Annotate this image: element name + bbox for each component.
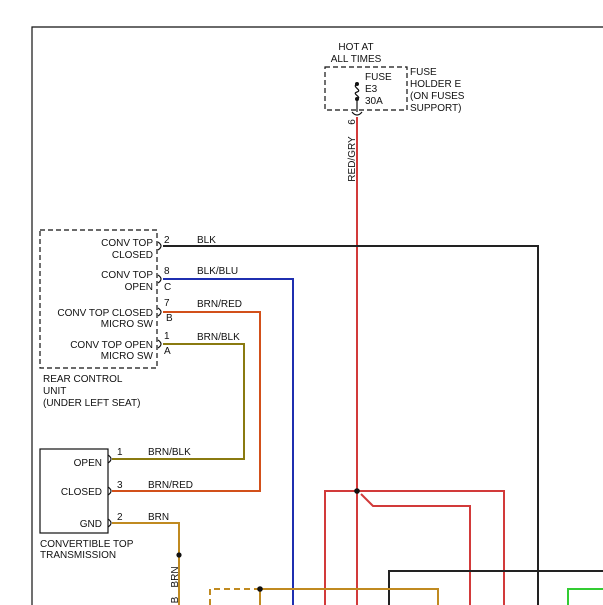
transmission-gnd-wire-code: BRN bbox=[148, 512, 169, 523]
wire-open-micro-switch-code: BRN/BLK bbox=[197, 332, 240, 343]
wire-closed-micro-switch bbox=[112, 311, 261, 492]
wire-conv-top-open-code: BLK/BLU bbox=[197, 266, 238, 277]
transmission-gnd-label: GND bbox=[80, 519, 102, 530]
power-wire-color-code: RED/GRY bbox=[347, 136, 358, 182]
fuse-holder-line-4: SUPPORT) bbox=[410, 103, 462, 114]
all-times-label: ALL TIMES bbox=[331, 54, 382, 65]
transmission-closed-pin: 3 bbox=[117, 480, 123, 491]
fuse-label: FUSE bbox=[365, 72, 392, 83]
terminal-1-pin: 2 bbox=[164, 235, 170, 246]
black-branch-lower bbox=[388, 570, 603, 605]
transmission-closed-wire-code: BRN/RED bbox=[148, 480, 193, 491]
transmission-name-line-2: TRANSMISSION bbox=[40, 550, 116, 561]
red-branch-wide bbox=[324, 490, 505, 605]
terminal-1-label-line-2: CLOSED bbox=[112, 250, 153, 261]
fuse-holder-line-2: HOLDER E bbox=[410, 79, 461, 90]
fuse-element-icon bbox=[354, 83, 360, 100]
fuse-pin-number: 6 bbox=[347, 119, 358, 125]
ground-wire-connector: B bbox=[170, 596, 181, 603]
fuse-box-outline bbox=[324, 66, 408, 111]
ground-wire bbox=[112, 522, 180, 605]
red-branch-inner bbox=[360, 493, 471, 605]
terminal-3-pin: 7 bbox=[164, 298, 170, 309]
rear-control-unit-name-line-1: REAR CONTROL bbox=[43, 374, 123, 385]
terminal-1-connector-icon bbox=[157, 241, 162, 251]
ground-wire-color-code: BRN bbox=[170, 566, 181, 587]
transmission-closed-connector-icon bbox=[107, 486, 112, 496]
brown-splice-dot bbox=[257, 586, 263, 592]
transmission-gnd-pin: 2 bbox=[117, 512, 123, 523]
wire-conv-top-open bbox=[163, 278, 294, 605]
fuse-id: E3 bbox=[365, 84, 378, 95]
terminal-3-label-line-1: CONV TOP CLOSED bbox=[57, 308, 153, 319]
rear-control-unit-name-line-2: UNIT bbox=[43, 386, 66, 397]
terminal-4-label-line-2: MICRO SW bbox=[101, 351, 154, 362]
terminal-3-connector-icon bbox=[157, 307, 162, 317]
diagram-frame bbox=[31, 26, 603, 605]
hot-at-label: HOT AT bbox=[338, 42, 373, 53]
terminal-4-letter: A bbox=[164, 346, 171, 357]
brown-branch-solid bbox=[260, 588, 439, 605]
transmission-outline bbox=[39, 448, 109, 534]
terminal-4-connector-icon bbox=[157, 339, 162, 349]
terminal-4-pin: 1 bbox=[164, 331, 170, 342]
terminal-3-label-line-2: MICRO SW bbox=[101, 319, 154, 330]
wire-closed-micro-switch-code: BRN/RED bbox=[197, 299, 242, 310]
transmission-gnd-connector-icon bbox=[107, 518, 112, 528]
transmission-open-label: OPEN bbox=[74, 458, 102, 469]
red-splice-dot bbox=[354, 488, 360, 494]
brown-branch-dashed bbox=[209, 588, 260, 605]
terminal-3-letter: B bbox=[166, 313, 173, 324]
fuse-holder-line-1: FUSE bbox=[410, 67, 437, 78]
transmission-open-wire-code: BRN/BLK bbox=[148, 447, 191, 458]
terminal-2-letter: C bbox=[164, 282, 171, 293]
fuse-rating: 30A bbox=[365, 96, 383, 107]
terminal-1-label-line-1: CONV TOP bbox=[101, 238, 153, 249]
transmission-open-connector-icon bbox=[107, 454, 112, 464]
rear-control-unit-outline bbox=[39, 229, 158, 369]
wire-conv-top-closed-code: BLK bbox=[197, 235, 216, 246]
fuse-connector-icon bbox=[351, 111, 363, 116]
green-branch-lower bbox=[567, 588, 603, 605]
transmission-closed-label: CLOSED bbox=[61, 487, 102, 498]
rear-control-unit-name-line-3: (UNDER LEFT SEAT) bbox=[43, 398, 140, 409]
fuse-holder-line-3: (ON FUSES bbox=[410, 91, 465, 102]
terminal-2-label-line-1: CONV TOP bbox=[101, 270, 153, 281]
transmission-open-pin: 1 bbox=[117, 447, 123, 458]
wire-conv-top-closed bbox=[163, 245, 539, 605]
terminal-2-pin: 8 bbox=[164, 266, 170, 277]
wire-open-micro-switch bbox=[112, 343, 245, 460]
terminal-2-connector-icon bbox=[157, 274, 162, 284]
terminal-4-label-line-1: CONV TOP OPEN bbox=[70, 340, 153, 351]
terminal-2-label-line-2: OPEN bbox=[125, 282, 153, 293]
transmission-name-line-1: CONVERTIBLE TOP bbox=[40, 539, 134, 550]
ground-splice-dot bbox=[176, 552, 182, 558]
